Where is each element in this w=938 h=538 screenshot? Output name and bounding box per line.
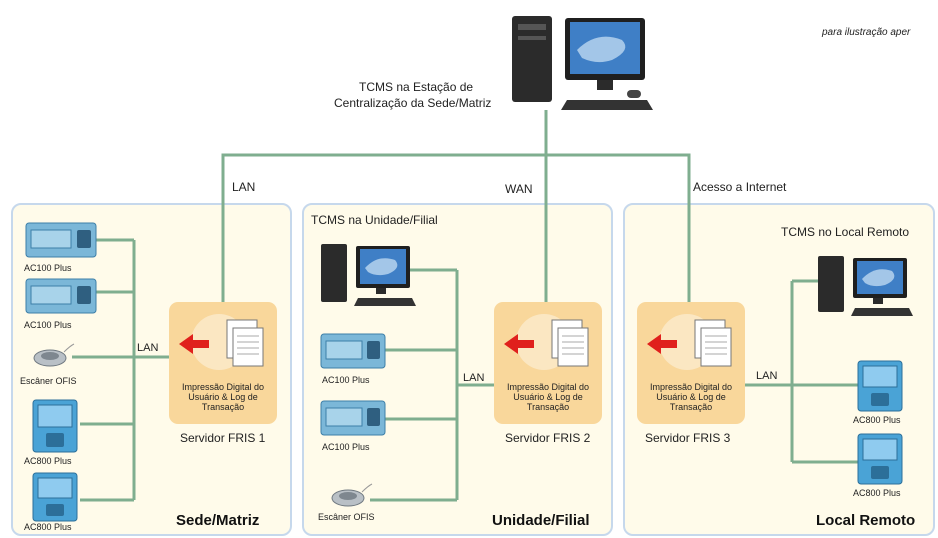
server-document-icon bbox=[647, 314, 732, 370]
ac100-terminal-icon bbox=[25, 278, 97, 314]
server-text-line2: Usuário & Log de bbox=[656, 392, 726, 402]
server-text-line1: Impressão Digital do bbox=[181, 382, 265, 392]
region-title-remoto: Local Remoto bbox=[816, 512, 916, 529]
sede-lan-label: LAN bbox=[137, 342, 159, 354]
device-escaner-ofis bbox=[30, 342, 76, 375]
device-ac100-plus-3 bbox=[320, 333, 386, 376]
ac100-terminal-icon bbox=[25, 222, 97, 258]
fris-server-1: Impressão Digital do Usuário & Log de Tr… bbox=[169, 302, 277, 424]
remoto-tcms-label: TCMS no Local Remoto bbox=[781, 225, 910, 239]
server-text-line1: Impressão Digital do bbox=[506, 382, 590, 392]
device-label: AC100 Plus bbox=[322, 375, 370, 385]
ac100-terminal-icon bbox=[320, 400, 386, 436]
device-ac800-plus-1 bbox=[32, 399, 78, 458]
region-title-unidade: Unidade/Filial bbox=[492, 512, 590, 529]
server-document-icon bbox=[179, 314, 264, 370]
device-label: AC800 Plus bbox=[853, 488, 901, 498]
red-arrow-icon bbox=[179, 334, 209, 354]
region-title-sede: Sede/Matriz bbox=[176, 512, 260, 529]
device-ac100-plus-2 bbox=[25, 278, 97, 321]
server-name-1: Servidor FRIS 1 bbox=[180, 431, 266, 445]
device-label: AC100 Plus bbox=[24, 320, 72, 330]
ac800-terminal-icon bbox=[857, 433, 903, 485]
unidade-tcms-computer bbox=[318, 240, 418, 315]
device-label: AC100 Plus bbox=[322, 442, 370, 452]
server-text-line3: Transação bbox=[201, 402, 245, 412]
device-ac100-plus-4 bbox=[320, 400, 386, 443]
computer-icon bbox=[512, 16, 653, 110]
computer-icon bbox=[321, 244, 416, 306]
red-arrow-icon bbox=[647, 334, 677, 354]
computer-icon bbox=[818, 256, 913, 316]
device-ac100-plus-1 bbox=[25, 222, 97, 265]
remoto-lan-label: LAN bbox=[756, 370, 778, 382]
central-tcms-computer bbox=[507, 10, 657, 125]
device-ac800-plus-2 bbox=[32, 472, 78, 527]
server-text-line3: Transação bbox=[526, 402, 570, 412]
fingerprint-scanner-icon bbox=[33, 343, 75, 367]
server-text-line1: Impressão Digital do bbox=[649, 382, 733, 392]
device-label: AC800 Plus bbox=[24, 456, 72, 466]
link-internet-label: Acesso a Internet bbox=[693, 180, 787, 194]
illustration-note: para ilustração aper bbox=[822, 27, 911, 38]
link-lan-label: LAN bbox=[232, 180, 256, 194]
server-text-line2: Usuário & Log de bbox=[188, 392, 258, 402]
device-label: Escâner OFIS bbox=[20, 376, 77, 386]
fris-server-2: Impressão Digital do Usuário & Log de Tr… bbox=[494, 302, 602, 424]
device-ac800-plus-4 bbox=[857, 433, 903, 490]
server-document-icon bbox=[504, 314, 589, 370]
fris-server-3: Impressão Digital do Usuário & Log de Tr… bbox=[637, 302, 745, 424]
wan-backbone-line bbox=[221, 153, 691, 305]
ac800-terminal-icon bbox=[32, 399, 78, 453]
red-arrow-icon bbox=[504, 334, 534, 354]
device-label: AC800 Plus bbox=[24, 522, 72, 532]
device-label: Escâner OFIS bbox=[318, 512, 375, 522]
device-ac800-plus-3 bbox=[857, 360, 903, 417]
unidade-lan-label: LAN bbox=[463, 372, 485, 384]
server-text-line2: Usuário & Log de bbox=[513, 392, 583, 402]
central-station-label-line2: Centralização da Sede/Matriz bbox=[334, 96, 492, 110]
device-label: AC100 Plus bbox=[24, 263, 72, 273]
device-label: AC800 Plus bbox=[853, 415, 901, 425]
ac100-terminal-icon bbox=[320, 333, 386, 369]
ac800-terminal-icon bbox=[857, 360, 903, 412]
unidade-tcms-label: TCMS na Unidade/Filial bbox=[311, 213, 438, 227]
ac800-terminal-icon bbox=[32, 472, 78, 522]
device-escaner-ofis-2 bbox=[328, 482, 374, 515]
link-wan-label: WAN bbox=[505, 182, 533, 196]
server-name-2: Servidor FRIS 2 bbox=[505, 431, 591, 445]
central-station-label-line1: TCMS na Estação de bbox=[359, 80, 474, 94]
server-name-3: Servidor FRIS 3 bbox=[645, 431, 731, 445]
fingerprint-scanner-icon bbox=[331, 483, 373, 507]
remoto-tcms-computer bbox=[815, 252, 915, 325]
server-text-line3: Transação bbox=[669, 402, 713, 412]
